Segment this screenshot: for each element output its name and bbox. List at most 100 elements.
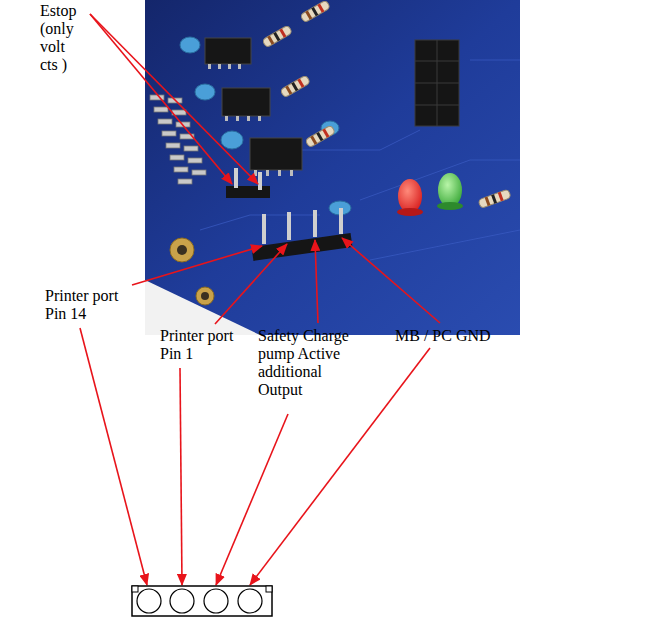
ic-chip <box>205 38 251 64</box>
jumper-block <box>415 40 459 126</box>
resistor <box>305 125 335 148</box>
ground-label: MB / PC GND <box>395 327 491 345</box>
ic-chip <box>254 170 257 176</box>
ic-chip <box>278 170 281 176</box>
mounting-hole <box>196 287 214 305</box>
connector-drawing <box>238 589 262 613</box>
pin-header <box>192 170 206 175</box>
resistor <box>280 75 310 98</box>
resistor <box>491 194 497 203</box>
ic-chip <box>258 116 261 121</box>
connector-drawing <box>266 586 272 592</box>
ic-chip <box>208 64 211 69</box>
estop-pins <box>258 172 262 190</box>
connector-drawing <box>204 589 228 613</box>
ic-chip <box>247 116 250 121</box>
leader-arrow <box>215 244 287 324</box>
four-pin-header <box>287 212 291 240</box>
pin-label: Printer port Pin 1 <box>160 327 255 363</box>
leader-arrow <box>180 368 182 585</box>
capacitor <box>180 37 200 53</box>
leader-arrow <box>315 240 318 323</box>
estop-note: Estop (only volt cts ) <box>40 2 84 74</box>
resistor <box>317 4 324 13</box>
board-photo <box>145 0 520 335</box>
resistor <box>305 125 335 148</box>
mounting-hole <box>201 292 209 300</box>
resistor <box>485 197 491 206</box>
jumper-block <box>415 40 459 126</box>
pin-header <box>178 179 192 184</box>
connector-drawing <box>132 586 138 592</box>
resistor <box>262 25 292 48</box>
resistor <box>305 11 312 20</box>
resistor <box>478 189 511 208</box>
mounting-hole <box>170 238 194 262</box>
ic-chip <box>218 64 221 69</box>
resistor <box>262 0 511 208</box>
resistor <box>280 75 310 98</box>
photo-ground <box>145 0 520 335</box>
resistor <box>291 82 298 91</box>
led <box>437 202 463 210</box>
ic-chip <box>290 170 293 176</box>
estop-pins <box>234 168 238 188</box>
ic-chip <box>205 38 302 176</box>
resistor <box>316 132 323 141</box>
pin-header <box>170 155 184 160</box>
leader-arrow <box>216 414 288 585</box>
resistor <box>300 0 330 23</box>
pin-header <box>150 95 206 184</box>
leader-arrow <box>80 14 440 585</box>
circuit-board <box>145 0 520 335</box>
connector-drawing <box>132 586 272 616</box>
pin-label: Printer port Pin 14 <box>45 287 140 323</box>
four-pin-header <box>339 208 343 234</box>
ic-chip <box>250 138 302 170</box>
connector-drawing <box>132 586 272 616</box>
resistor <box>322 129 329 138</box>
resistor <box>273 32 280 41</box>
board-trace <box>200 215 320 230</box>
ic-chip <box>225 116 228 121</box>
output-label: Safety Charge pump Active additional Out… <box>258 327 363 399</box>
pin-header <box>162 131 176 136</box>
connector-drawing <box>170 589 194 613</box>
leader-arrow <box>90 14 232 184</box>
led <box>398 179 422 213</box>
resistor <box>297 79 304 88</box>
resistor <box>311 7 318 16</box>
led <box>438 173 462 207</box>
ic-chip <box>266 170 269 176</box>
four-pin-header <box>313 210 317 237</box>
connector-drawing <box>137 589 161 613</box>
resistor <box>498 192 504 201</box>
ic-chip <box>236 116 239 121</box>
ic-chip <box>238 64 241 69</box>
leader-arrow <box>132 246 262 285</box>
resistor <box>478 189 511 208</box>
pin-header <box>184 146 198 151</box>
board-trace <box>200 60 520 260</box>
estop-pins <box>226 168 270 198</box>
jumper-block <box>415 40 459 126</box>
pin-header <box>158 119 172 124</box>
capacitor <box>221 131 243 149</box>
leader-arrow <box>90 14 258 184</box>
jumper-block <box>437 40 438 126</box>
mounting-hole <box>177 245 187 255</box>
resistor <box>279 29 286 38</box>
led <box>397 173 463 216</box>
resistor <box>262 25 292 48</box>
pin-header <box>166 143 180 148</box>
capacitor <box>180 37 351 215</box>
led <box>397 208 423 216</box>
pin-header <box>174 167 188 172</box>
ic-chip <box>228 64 231 69</box>
resistor <box>310 136 317 145</box>
resistor <box>285 86 292 95</box>
estop-pins <box>226 186 270 198</box>
board-trace <box>370 230 520 260</box>
